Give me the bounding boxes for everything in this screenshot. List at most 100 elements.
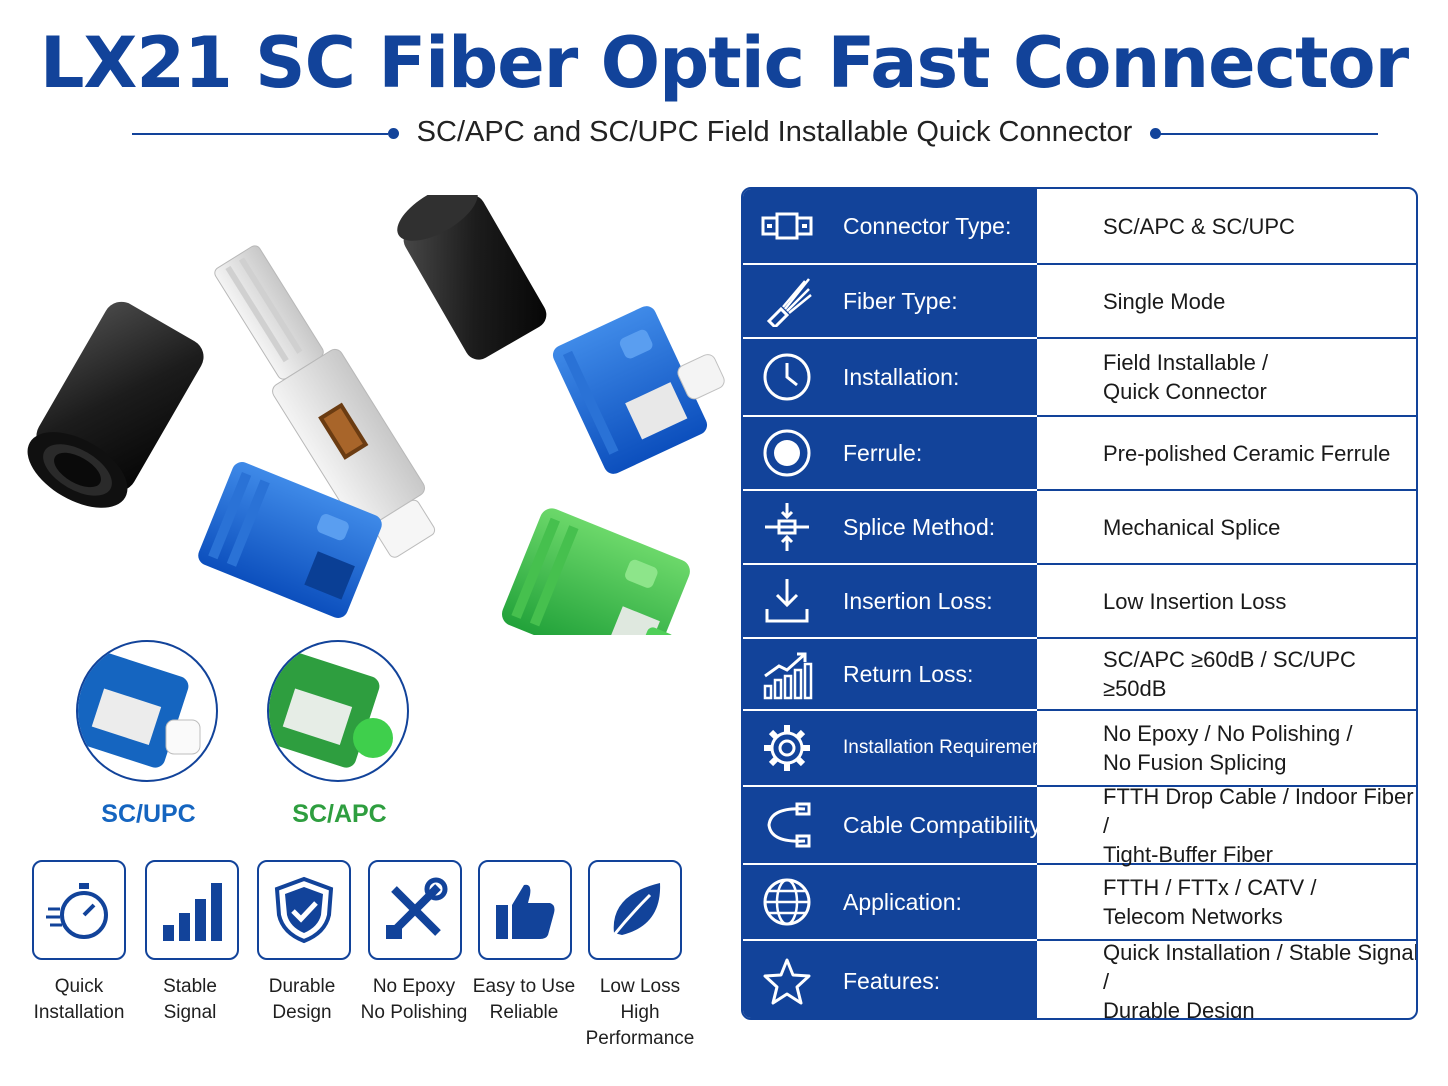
- spec-value-cell: No Epoxy / No Polishing /No Fusion Splic…: [1037, 711, 1416, 787]
- stopwatch-icon: [46, 883, 108, 939]
- feature-durable-design: [257, 860, 351, 960]
- spec-label: Installation:: [843, 363, 960, 390]
- variant-sc-apc: SC/APC: [267, 640, 412, 829]
- connector-product-image: [27, 195, 725, 635]
- fiber-icon: [766, 278, 812, 327]
- feature-label-line2: Reliable: [489, 1002, 559, 1023]
- spec-value: SC/APC ≥60dB / SC/UPC ≥50dB: [1103, 647, 1356, 701]
- feature-label-low-loss: Low Loss High Performance: [570, 974, 710, 1052]
- spec-row-connector-type: Connector Type: SC/APC & SC/UPC: [743, 189, 1416, 265]
- spec-label: Return Loss:: [843, 660, 974, 687]
- black-boot-right: [397, 195, 547, 360]
- spec-label-cell: Features:: [743, 941, 1037, 1018]
- variant-label-sc-upc: SC/UPC: [101, 800, 196, 828]
- spec-value: Mechanical Splice: [1103, 514, 1281, 540]
- spec-label-cell: Return Loss:: [743, 639, 1037, 711]
- spec-label-cell: Ferrule:: [743, 417, 1037, 491]
- thumbs-up-icon: [496, 884, 555, 939]
- spec-label: Splice Method:: [843, 513, 996, 540]
- assembled-blue-connector: [552, 306, 725, 474]
- feature-label-line2: Signal: [163, 1002, 217, 1023]
- spec-label-cell: Cable Compatibility:: [743, 787, 1048, 865]
- spec-value-cell: FTTH Drop Cable / Indoor Fiber /Tight-Bu…: [1037, 784, 1416, 867]
- subtitle-row: SC/APC and SC/UPC Field Installable Quic…: [132, 112, 1378, 156]
- tools-icon: [386, 877, 448, 939]
- feature-label-line1: Quick: [54, 976, 104, 997]
- green-sc-apc-connector: [501, 508, 690, 635]
- spec-value-cell: Pre-polished Ceramic Ferrule: [1037, 417, 1416, 491]
- variant-sc-upc: SC/UPC: [76, 640, 221, 829]
- spec-value-cell: Quick Installation / Stable Signal /Dura…: [1037, 940, 1418, 1020]
- spec-row-cable-compatibility: Cable Compatibility: FTTH Drop Cable / I…: [743, 784, 1416, 867]
- spec-row-insertion-loss: Insertion Loss: Low Insertion Loss: [743, 565, 1416, 639]
- spec-label: Cable Compatibility:: [843, 811, 1048, 838]
- spec-value-cell: SC/APC & SC/UPC: [1037, 189, 1416, 265]
- feature-label-line1: Easy to Use: [472, 976, 576, 997]
- spec-row-fiber-type: Fiber Type: Single Mode: [743, 265, 1416, 339]
- spec-label-cell: Insertion Loss:: [743, 565, 1037, 639]
- feature-label-line1: Durable: [268, 976, 336, 997]
- spec-label: Installation Requirement:: [843, 737, 1054, 758]
- spec-value-cell: Mechanical Splice: [1037, 491, 1416, 565]
- feature-label-line2: Design: [272, 1002, 332, 1023]
- spec-row-installation: Installation: Field Installable /Quick C…: [743, 339, 1416, 417]
- spec-table: Connector Type: SC/APC & SC/UPC Fiber Ty…: [741, 187, 1418, 1020]
- spec-label-cell: Application:: [743, 865, 1037, 941]
- feature-easy-to-use: [478, 860, 572, 960]
- feature-label-line2: No Polishing: [360, 1002, 468, 1023]
- page-title: LX21 SC Fiber Optic Fast Connector: [39, 22, 1409, 104]
- spec-row-application: Application: FTTH / FTTx / CATV /Telecom…: [743, 865, 1416, 941]
- feature-label-quick-installation: Quick Installation: [9, 974, 149, 1026]
- globe-icon: [763, 878, 811, 926]
- feature-label-line1: Stable: [163, 976, 217, 997]
- spec-value-cell: SC/APC ≥60dB / SC/UPC ≥50dB: [1037, 639, 1416, 711]
- spec-value: Low Insertion Loss: [1103, 588, 1287, 614]
- feature-label-stable-signal: Stable Signal: [120, 974, 260, 1026]
- spec-row-ferrule: Ferrule: Pre-polished Ceramic Ferrule: [743, 417, 1416, 491]
- spec-value: No Epoxy / No Polishing /No Fusion Splic…: [1103, 721, 1353, 775]
- shield-check-icon: [274, 876, 334, 944]
- spec-label: Fiber Type:: [843, 287, 958, 314]
- splice-icon: [765, 503, 809, 551]
- feature-no-epoxy: [368, 860, 462, 960]
- spec-value: Single Mode: [1103, 288, 1226, 314]
- gray-connector-body: [214, 245, 436, 558]
- sc-upc-connector-icon: [78, 648, 201, 768]
- feature-label-line2: Installation: [33, 1002, 125, 1023]
- feature-label-line1: No Epoxy: [372, 976, 456, 997]
- variant-label-sc-apc: SC/APC: [292, 800, 387, 828]
- spec-label-cell: Installation Requirement:: [743, 711, 1053, 787]
- spec-label: Insertion Loss:: [843, 587, 993, 614]
- feature-highlights: Quick Installation Stable Signal Durable…: [32, 860, 722, 1049]
- spec-value: FTTH Drop Cable / Indoor Fiber /Tight-Bu…: [1103, 783, 1414, 867]
- gear-icon: [764, 725, 810, 771]
- spec-row-installation-requirement: Installation Requirement: No Epoxy / No …: [743, 711, 1416, 787]
- spec-label: Features:: [843, 968, 941, 994]
- spec-value: Pre-polished Ceramic Ferrule: [1103, 440, 1391, 466]
- spec-value-cell: FTTH / FTTx / CATV /Telecom Networks: [1037, 865, 1416, 941]
- star-icon: [763, 958, 811, 1004]
- spec-value-cell: Field Installable /Quick Connector: [1037, 339, 1416, 417]
- spec-value: Quick Installation / Stable Signal /Dura…: [1103, 940, 1418, 1020]
- clock-icon: [763, 353, 811, 401]
- spec-label-cell: Fiber Type:: [743, 265, 1037, 339]
- spec-row-return-loss: Return Loss: SC/APC ≥60dB / SC/UPC ≥50dB: [743, 639, 1416, 711]
- spec-value: SC/APC & SC/UPC: [1103, 213, 1295, 239]
- feature-label-durable-design: Durable Design: [232, 974, 372, 1026]
- spec-label: Ferrule:: [843, 439, 923, 466]
- subtitle-dot-right: [1150, 128, 1161, 139]
- spec-value-cell: Single Mode: [1037, 265, 1416, 339]
- signal-bars-icon: [163, 883, 222, 941]
- spec-label-cell: Installation:: [743, 339, 1037, 417]
- feature-stable-signal: [145, 860, 239, 960]
- sc-apc-thumbnail: [267, 640, 409, 782]
- feature-label-easy-to-use: Easy to Use Reliable: [454, 974, 594, 1026]
- subtitle-divider-left: [132, 133, 388, 135]
- subtitle-divider-right: [1156, 133, 1378, 135]
- spec-label: Application:: [843, 888, 962, 915]
- ferrule-icon: [763, 429, 811, 477]
- page-subtitle: SC/APC and SC/UPC Field Installable Quic…: [416, 116, 1133, 148]
- feature-label-line1: Low Loss: [599, 976, 681, 997]
- spec-row-splice-method: Splice Method: Mechanical Splice: [743, 491, 1416, 565]
- download-tray-icon: [765, 579, 809, 623]
